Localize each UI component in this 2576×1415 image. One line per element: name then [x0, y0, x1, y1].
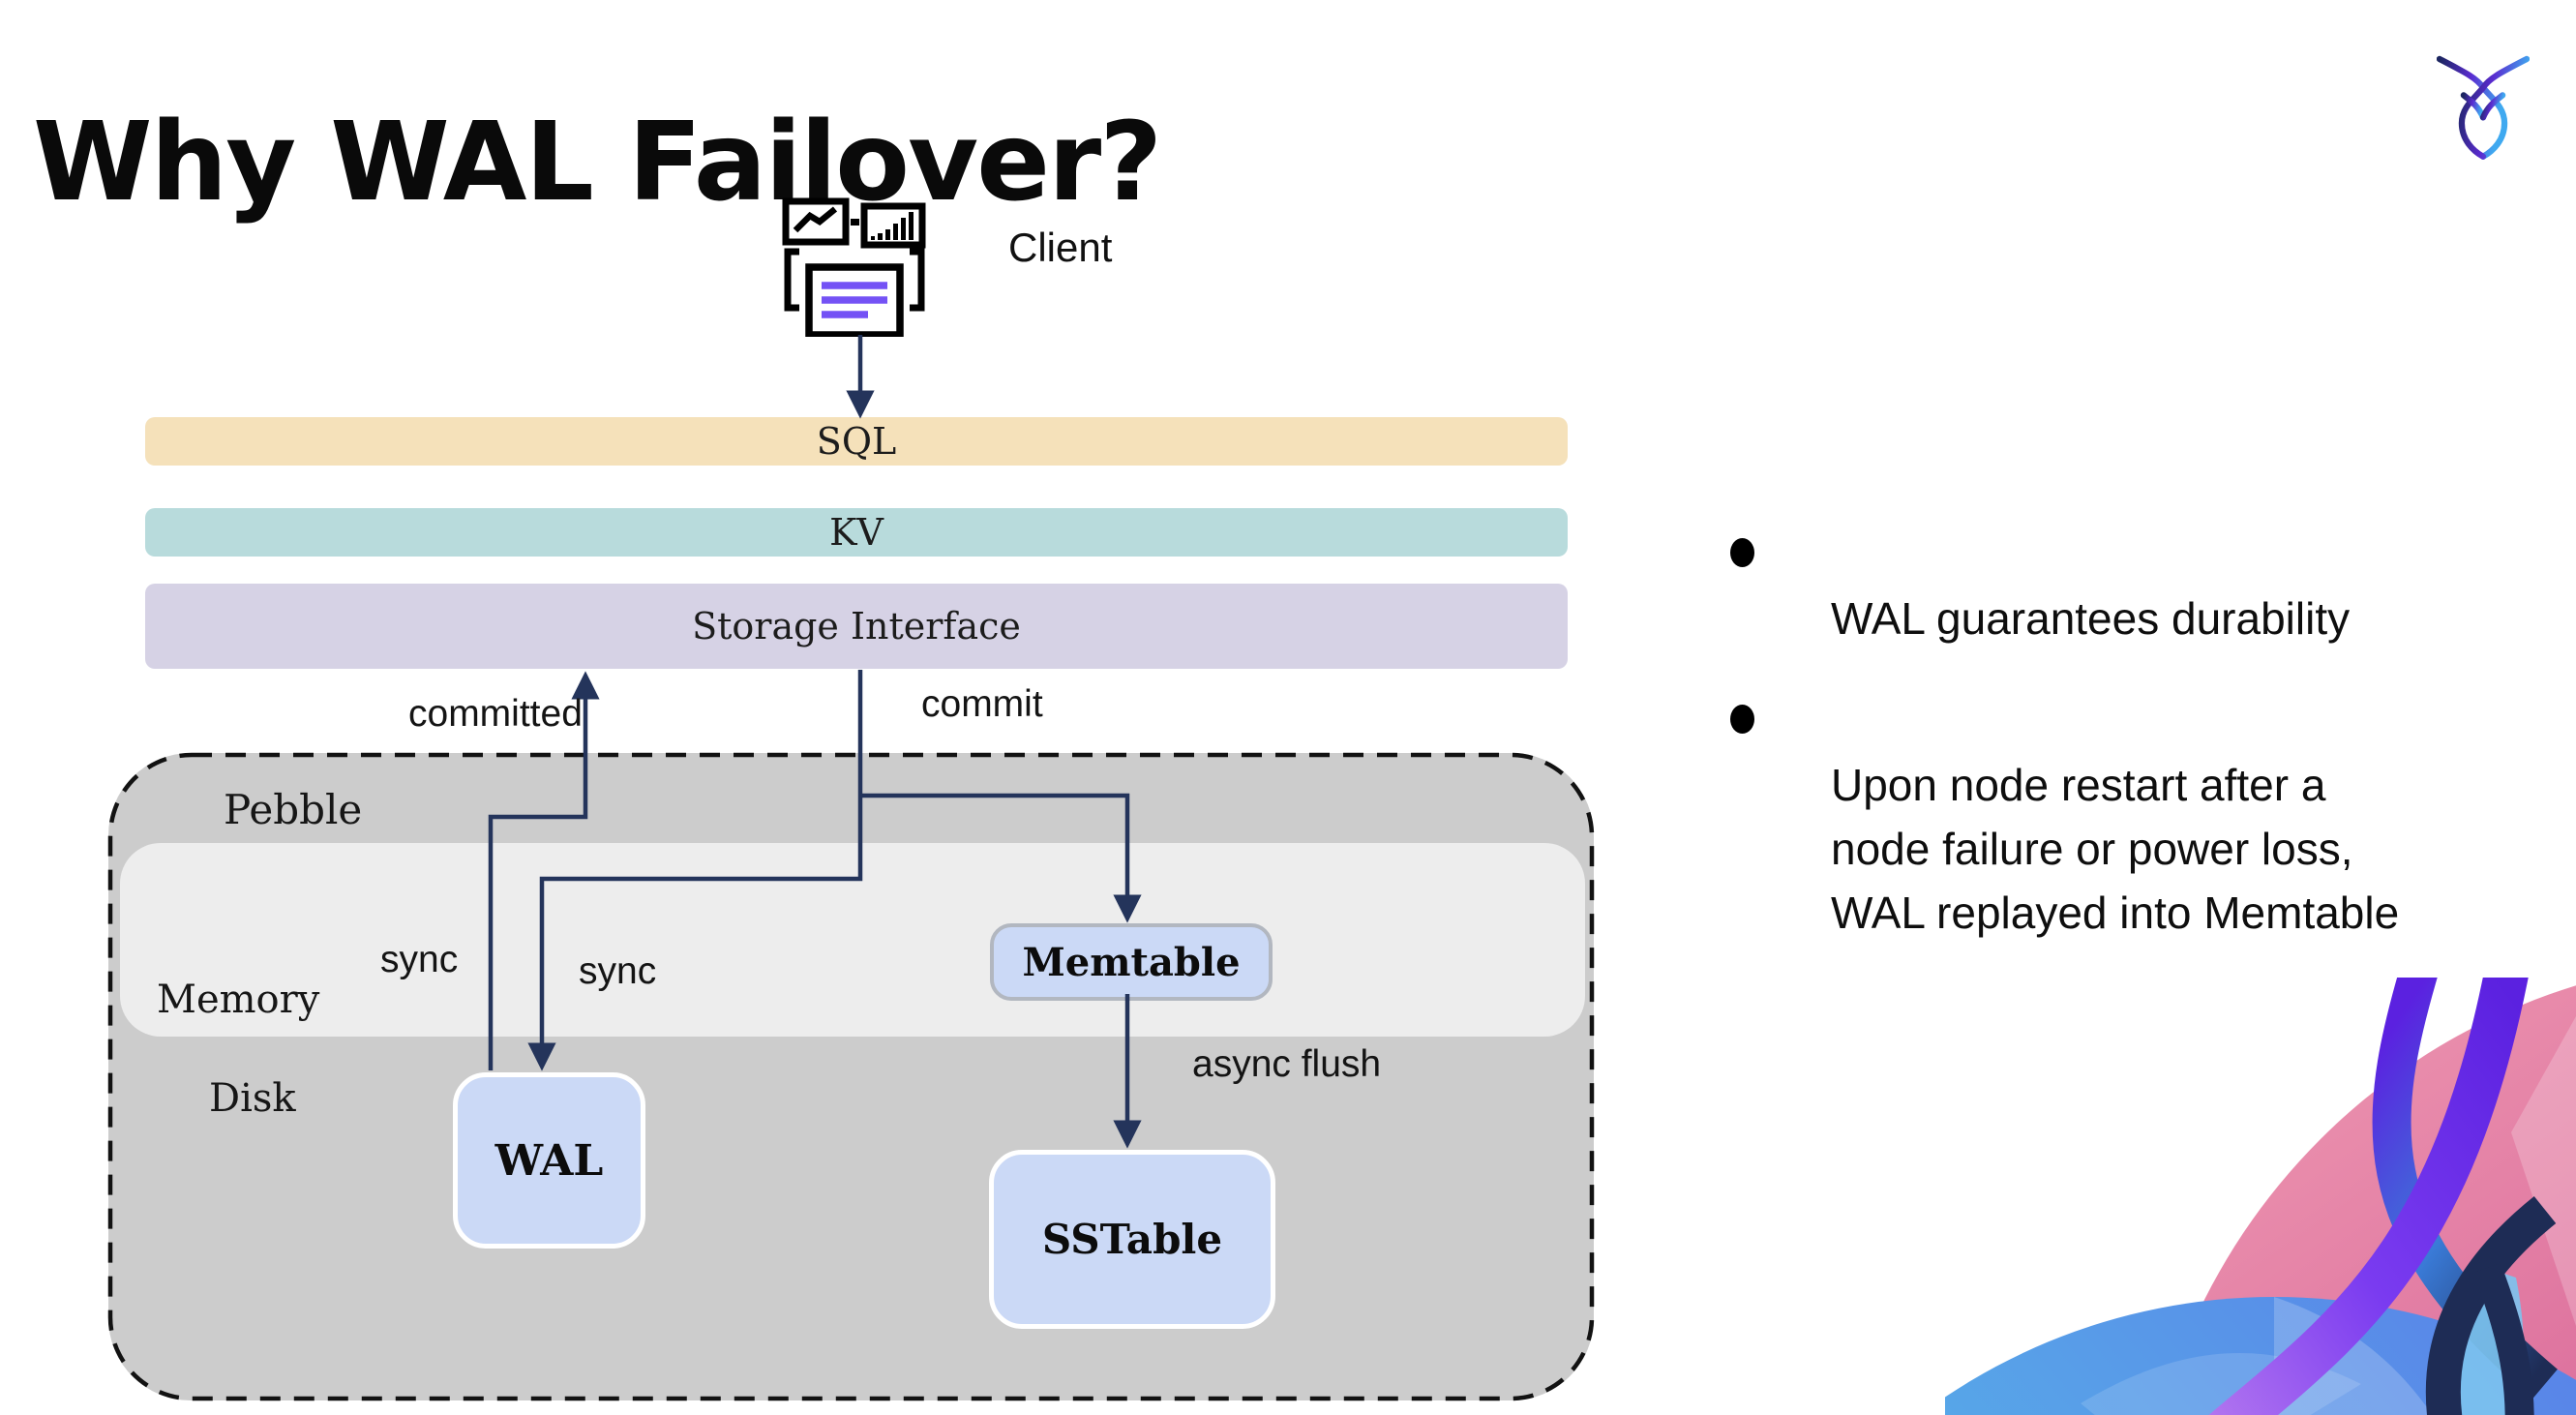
- memory-region: [120, 843, 1585, 1037]
- sync-left-edge-label: sync: [380, 939, 459, 980]
- wal-label: WAL: [494, 1135, 604, 1186]
- sync-right-edge-label: sync: [579, 950, 657, 992]
- bullet-item: Upon node restart after a node failure o…: [1728, 689, 2541, 945]
- terminal-text-lines-icon: [822, 282, 887, 318]
- memtable-label: Memtable: [1022, 939, 1241, 985]
- sstable-node: SSTable: [989, 1150, 1275, 1329]
- sstable-label: SSTable: [1041, 1216, 1223, 1263]
- bullet-text: WAL guarantees durability: [1831, 593, 2351, 644]
- bullet-text: Upon node restart after a node failure o…: [1831, 760, 2400, 938]
- bullet-item: WAL guarantees durability: [1728, 523, 2541, 650]
- layer-sql: SQL: [145, 417, 1568, 466]
- dash-connector: [851, 219, 859, 226]
- client-label: Client: [1008, 225, 1113, 270]
- layer-sql-label: SQL: [816, 420, 897, 463]
- wal-node: WAL: [453, 1072, 645, 1249]
- layer-kv-label: KV: [829, 511, 884, 554]
- memtable-node: Memtable: [990, 923, 1273, 1001]
- page-title: Why WAL Failover?: [33, 100, 1162, 226]
- committed-edge-label: committed: [408, 693, 583, 735]
- bracket-icon: [784, 248, 925, 312]
- cockroachdb-logo-icon: [2437, 55, 2530, 160]
- corner-artwork-image: [1945, 978, 2576, 1415]
- layer-storage-label: Storage Interface: [692, 605, 1021, 647]
- bullet-dot: [1730, 705, 1754, 734]
- commit-edge-label: commit: [921, 683, 1043, 725]
- client-icon: [782, 197, 926, 337]
- layer-storage-interface: Storage Interface: [145, 584, 1568, 669]
- async-flush-edge-label: async flush: [1192, 1043, 1382, 1085]
- bullet-list: WAL guarantees durability Upon node rest…: [1728, 523, 2541, 945]
- line-chart-icon: [782, 197, 850, 246]
- layer-kv: KV: [145, 508, 1568, 557]
- disk-label: Disk: [209, 1076, 296, 1121]
- pebble-label: Pebble: [224, 786, 363, 833]
- memory-label: Memory: [157, 978, 320, 1022]
- bullet-dot: [1730, 538, 1754, 567]
